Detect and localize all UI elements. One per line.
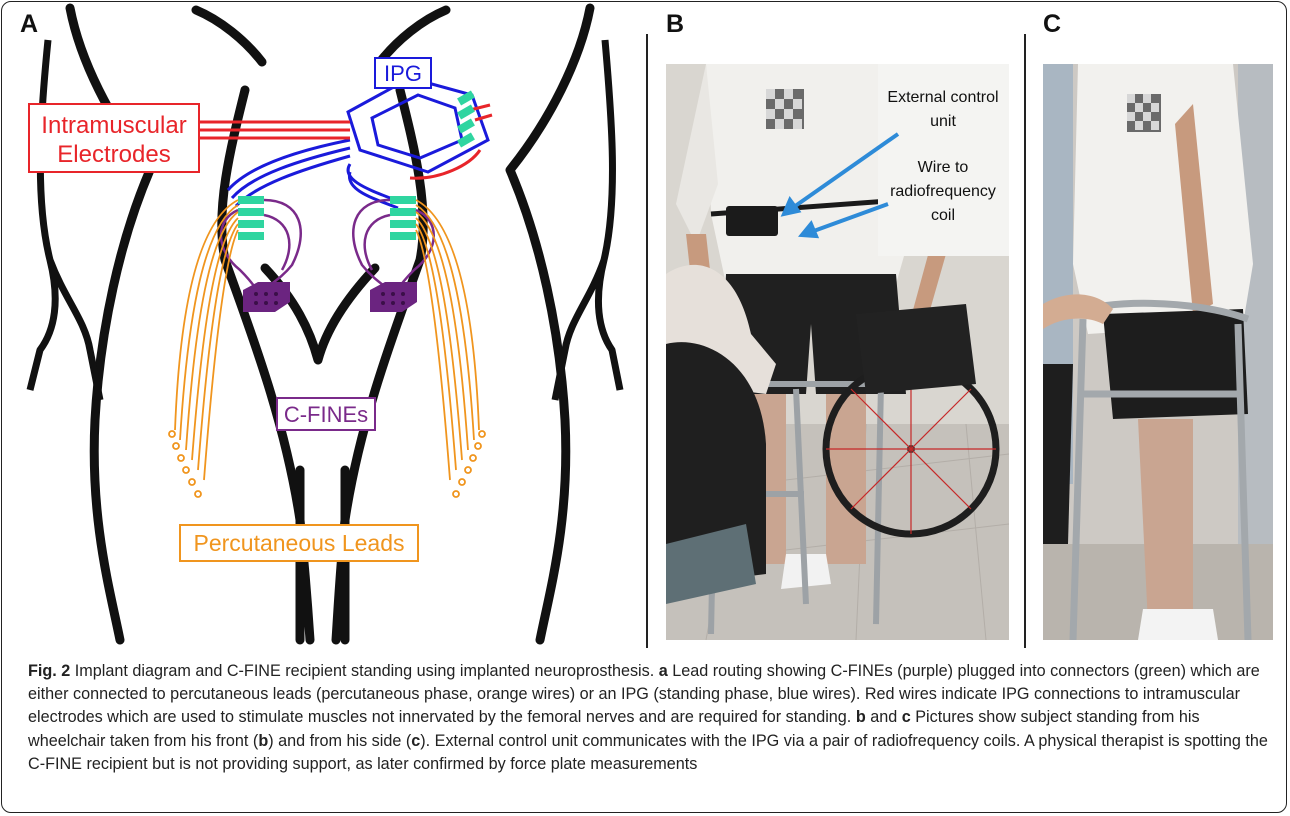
panel-divider-ab	[646, 34, 648, 648]
caption-fig-label: Fig. 2	[28, 662, 70, 680]
panel-divider-bc	[1024, 34, 1026, 648]
connector-right	[390, 196, 416, 240]
cfine-cuff-right	[370, 282, 417, 312]
panel-c-letter: C	[1043, 10, 1061, 39]
cfines-label: C-FINEs	[284, 402, 368, 427]
caption-text-5: ) and from his side (	[268, 732, 411, 750]
right-arm-outline	[555, 40, 620, 400]
left-arm-outline	[30, 40, 100, 400]
intramuscular-label-line2: Electrodes	[57, 141, 170, 168]
annotation-external-control-line2: unit	[930, 113, 956, 130]
figure-caption: Fig. 2 Implant diagram and C-FINE recipi…	[28, 660, 1268, 776]
connector-left	[238, 196, 264, 240]
annotation-external-control-line1: External control	[887, 89, 998, 106]
caption-ref-c2: c	[411, 732, 420, 750]
photo-b-illustration: External control unit Wire to radiofrequ…	[666, 64, 1009, 640]
caption-ref-a: a	[659, 662, 668, 680]
caption-ref-b2: b	[258, 732, 268, 750]
implant-diagram: IPG Intramuscular Electrodes	[0, 0, 646, 650]
shirt-pocket	[766, 89, 804, 129]
ipg-label: IPG	[384, 61, 422, 86]
photo-c-illustration	[1043, 64, 1273, 640]
caption-ref-b: b	[856, 708, 866, 726]
percutaneous-leads-left	[169, 200, 238, 497]
caption-text-1: Implant diagram and C-FINE recipient sta…	[70, 662, 658, 680]
photo-c-side	[1043, 64, 1273, 640]
intramuscular-label-line1: Intramuscular	[41, 112, 186, 139]
shirt-pocket-side	[1127, 94, 1161, 132]
cfine-cuff-left	[243, 282, 290, 312]
external-control-unit	[726, 206, 778, 236]
photo-b-front: External control unit Wire to radiofrequ…	[666, 64, 1009, 640]
annotation-wire-line2: radiofrequency	[890, 183, 996, 200]
percutaneous-leads-right	[416, 200, 485, 497]
caption-text-3: and	[866, 708, 902, 726]
panel-b-letter: B	[666, 10, 684, 39]
caption-ref-c: c	[902, 708, 911, 726]
annotation-wire-line1: Wire to	[918, 159, 969, 176]
annotation-wire-line3: coil	[931, 207, 955, 224]
percutaneous-label: Percutaneous Leads	[194, 530, 405, 556]
